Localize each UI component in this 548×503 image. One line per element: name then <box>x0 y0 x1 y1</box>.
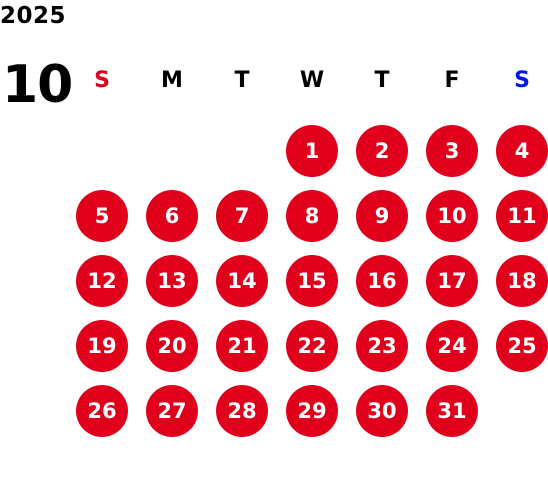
day-19[interactable]: 19 <box>76 320 128 372</box>
day-8[interactable]: 8 <box>286 190 338 242</box>
day-7[interactable]: 7 <box>216 190 268 242</box>
day-3[interactable]: 3 <box>426 125 478 177</box>
day-5[interactable]: 5 <box>76 190 128 242</box>
day-18[interactable]: 18 <box>496 255 548 307</box>
day-25[interactable]: 25 <box>496 320 548 372</box>
month-number: 10 <box>2 55 73 115</box>
weekday-wednesday: W <box>299 68 325 93</box>
day-4[interactable]: 4 <box>496 125 548 177</box>
day-21[interactable]: 21 <box>216 320 268 372</box>
day-9[interactable]: 9 <box>356 190 408 242</box>
weekday-sunday: S <box>94 68 110 93</box>
day-10[interactable]: 10 <box>426 190 478 242</box>
day-22[interactable]: 22 <box>286 320 338 372</box>
day-31[interactable]: 31 <box>426 385 478 437</box>
day-16[interactable]: 16 <box>356 255 408 307</box>
day-24[interactable]: 24 <box>426 320 478 372</box>
day-28[interactable]: 28 <box>216 385 268 437</box>
weekday-friday: F <box>444 68 460 93</box>
day-14[interactable]: 14 <box>216 255 268 307</box>
day-6[interactable]: 6 <box>146 190 198 242</box>
day-30[interactable]: 30 <box>356 385 408 437</box>
day-1[interactable]: 1 <box>286 125 338 177</box>
day-23[interactable]: 23 <box>356 320 408 372</box>
year-label: 2025 <box>0 3 67 29</box>
day-26[interactable]: 26 <box>76 385 128 437</box>
day-13[interactable]: 13 <box>146 255 198 307</box>
day-17[interactable]: 17 <box>426 255 478 307</box>
day-29[interactable]: 29 <box>286 385 338 437</box>
weekday-monday: M <box>161 68 183 93</box>
weekday-tuesday: T <box>234 68 250 93</box>
weekday-saturday: S <box>514 68 530 93</box>
day-2[interactable]: 2 <box>356 125 408 177</box>
day-15[interactable]: 15 <box>286 255 338 307</box>
day-27[interactable]: 27 <box>146 385 198 437</box>
day-12[interactable]: 12 <box>76 255 128 307</box>
day-20[interactable]: 20 <box>146 320 198 372</box>
day-11[interactable]: 11 <box>496 190 548 242</box>
weekday-thursday: T <box>374 68 390 93</box>
